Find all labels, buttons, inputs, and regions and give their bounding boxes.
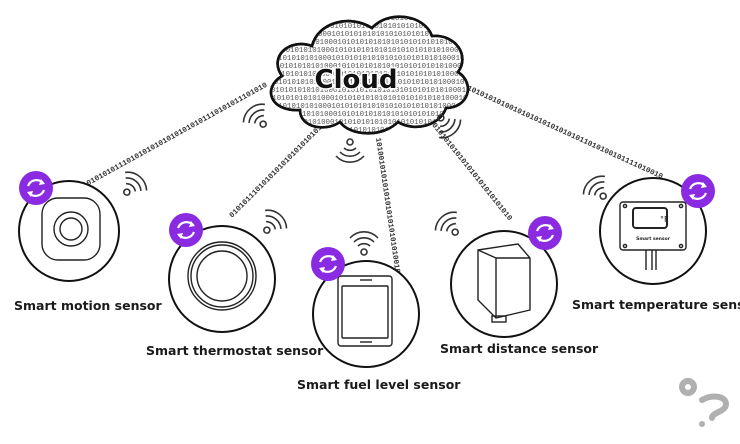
wifi-signal-icon [582,175,607,200]
cloud-binary-row: 0101010101010100010101010101010101010101… [262,39,511,47]
binary-link-motion: 0101010101110101010101010101010111010101… [0,0,269,193]
sync-arrows-icon[interactable] [311,247,345,281]
wifi-signal-icon [242,103,267,128]
wifi-signal-icon [349,231,379,256]
wifi-signal-icon [434,211,459,236]
wifi-signal-icon [437,114,462,139]
cloud-binary-row: 0101010101010100010101010101010101010101… [256,79,505,87]
temperature-unit: °F [660,215,669,224]
cloud-binary-row: 0101010101010100010101010101010101010101… [256,31,505,39]
cloud-binary-row: 0101010101010100010101010101010101010101… [262,87,511,95]
sync-arrows-icon[interactable] [528,216,562,250]
cloud-label: Cloud [315,65,398,95]
cloud-binary-row: 0101010101010100010101010101010101010101… [262,111,511,119]
distance-sensor-device-icon [477,243,531,323]
cloud-binary-row: 0101010101010100010101010101010101010101… [256,103,505,111]
device-screen-text: Smart sensor [636,236,671,242]
temperature-device-icon [619,201,687,270]
sync-badges [19,171,715,281]
label-motion-sensor: Smart motion sensor [14,298,162,313]
cloud-binary-row: 0101010101010100010101010101010101010101… [262,63,511,71]
cloud-binary-row: 0101010101010100010101010101010101010101… [259,95,508,103]
cloud-binary-row: 0101010101010100010101010101010101010101… [262,135,511,143]
label-distance-sensor: Smart distance sensor [440,341,599,356]
cloud-binary-row: 0101010101010100010101010101010101010101… [259,119,508,127]
thermostat-device-icon [187,241,257,311]
motion-sensor-device-icon [41,197,101,261]
wifi-signal-icon [263,209,288,234]
question-mark-logo [679,378,730,427]
cloud-binary-row: 0101010101010100010101010101010101010101… [259,47,508,55]
sensor-thermostat[interactable] [168,225,276,333]
label-temperature-sensor: Smart temperature sensor [572,297,740,312]
sensor-fuel-level[interactable] [312,260,420,368]
wifi-icons [123,103,607,256]
wifi-signal-icon [335,138,365,163]
wifi-signal-icon [123,171,148,196]
cloud: 0101010101010100010101010101010101010101… [256,15,511,143]
sensor-motion[interactable] [18,180,120,282]
cloud-binary-row: 0101010101010100010101010101010101010101… [256,55,505,63]
sensor-temperature[interactable]: °F Smart sensor [599,177,707,285]
sync-arrows-icon[interactable] [19,171,53,205]
label-thermostat-sensor: Smart thermostat sensor [146,343,324,358]
cloud-binary-row: 0101010101010100010101010101010101010101… [259,23,508,31]
sensor-distance[interactable] [450,230,558,338]
cloud-binary-row: 0101010101010100010101010101010101010101… [256,127,505,135]
label-fuel-level-sensor: Smart fuel level sensor [297,377,461,392]
fuel-level-device-icon [337,275,393,347]
sync-arrows-icon[interactable] [681,174,715,208]
binary-link-temperature: 0001010101010100101010101010101011010100… [445,75,664,181]
cloud-binary-row: 0101010101010100010101010101010101010101… [259,71,508,79]
sync-arrows-icon[interactable] [169,213,203,247]
